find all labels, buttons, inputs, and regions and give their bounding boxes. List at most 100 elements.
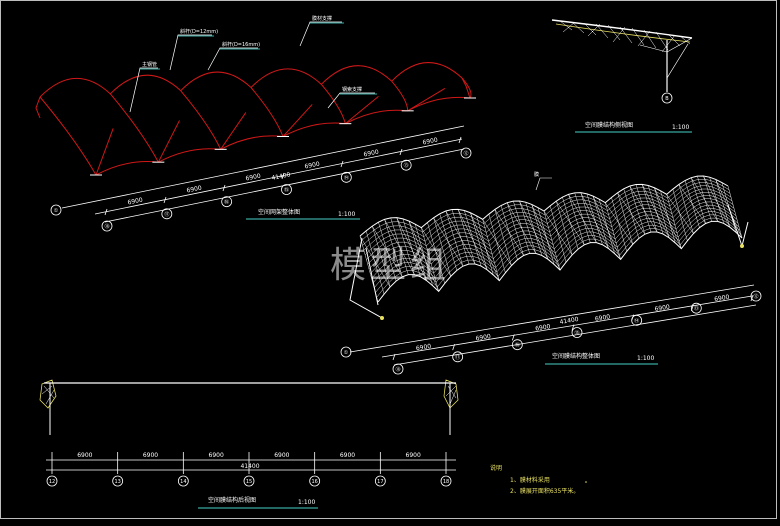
axis-label: ⑱ — [395, 366, 400, 373]
axis-bubble — [177, 475, 189, 487]
side-view-scale: 1:100 — [672, 124, 689, 131]
mesh-diagonal — [408, 221, 439, 292]
mesh-cross — [654, 187, 670, 238]
axis-bubble — [161, 208, 173, 220]
mesh-cross — [703, 175, 718, 222]
canopy-top-edge — [359, 175, 729, 237]
side-view-title: 空间膜结构侧视图 — [585, 121, 633, 129]
ridge-arch — [391, 62, 463, 82]
axis-label: ⑰ — [164, 211, 169, 218]
axis-label: ⑫ — [753, 293, 758, 300]
mesh-cross — [635, 184, 652, 233]
brace-rod — [95, 128, 114, 176]
mesh-cross — [678, 184, 694, 234]
side-axis-label: B — [665, 96, 669, 102]
membrane-callout-leader — [535, 177, 552, 191]
red-view-title: 空间网架整体图 — [258, 208, 300, 216]
axis-bubble — [243, 475, 255, 487]
axis-bubble — [460, 147, 472, 159]
ridge-arch — [180, 71, 252, 92]
mesh-cross — [396, 217, 415, 275]
red-callouts — [129, 21, 375, 113]
mesh-cross — [457, 209, 476, 265]
dim-label: 6900 — [209, 452, 224, 459]
mesh-cross — [580, 192, 597, 243]
mesh-diagonal — [359, 235, 391, 288]
mesh-diagonal — [531, 204, 561, 271]
mesh-diagonal — [605, 202, 633, 245]
red-axis-lines — [61, 125, 465, 223]
dim-label: 6900 — [143, 452, 158, 459]
end-hook — [461, 77, 471, 99]
axis-label: ① — [344, 350, 349, 356]
red-callout-underlines — [140, 22, 377, 95]
mesh-cross — [390, 217, 409, 275]
mesh-cross — [531, 204, 549, 260]
ridge-arch — [250, 68, 322, 88]
red-callout-membrane-support: 膜材支撑 — [312, 15, 332, 22]
mesh-diagonal — [519, 200, 549, 260]
mesh-diagonal — [507, 202, 536, 254]
membrane-axis-lines — [349, 284, 757, 366]
brace-rod — [220, 112, 247, 150]
mesh-diagonal — [580, 192, 609, 249]
axis-bubble — [690, 302, 702, 314]
membrane-view-scale: 1:100 — [637, 355, 654, 362]
dim-tick — [340, 160, 344, 168]
axis-label: 18 — [443, 479, 449, 485]
edge-arch — [95, 161, 159, 176]
red-frame-supports — [90, 97, 476, 176]
brace-rod — [345, 96, 379, 125]
mesh-cross — [549, 205, 567, 263]
rear-view-title: 空间膜结构后视图 — [208, 496, 256, 504]
red-view-scale: 1:100 — [338, 211, 355, 218]
brace-rod — [282, 104, 313, 137]
dim-label: 6900 — [422, 137, 439, 147]
mesh-cross — [421, 227, 439, 292]
mesh-cross — [709, 177, 725, 224]
dim-tick — [458, 136, 462, 144]
mesh-diagonal — [703, 175, 731, 228]
axis-bubble — [511, 339, 523, 351]
dim-tick — [222, 184, 226, 192]
axis-label: ⑮ — [574, 330, 579, 337]
edge-arch — [407, 96, 471, 112]
dim-label: 6900 — [654, 304, 670, 313]
mesh-diagonal — [433, 217, 464, 267]
frame-rib — [180, 90, 222, 150]
dim-label: 6900 — [475, 333, 491, 342]
mesh-cross — [629, 185, 646, 235]
mesh-cross — [384, 219, 403, 277]
brace-rod — [407, 87, 446, 112]
side-axis-bubble — [661, 92, 673, 104]
mesh-cross — [402, 218, 421, 277]
ridge-arch — [39, 77, 111, 98]
edge-arch — [282, 122, 346, 137]
end-hook — [35, 96, 41, 119]
mesh-diagonal — [543, 210, 573, 256]
ridge-arch — [109, 74, 182, 95]
dim-label: 6900 — [535, 323, 551, 332]
axis-label: 16 — [311, 479, 317, 485]
rear-total-dimension: 41400 — [240, 463, 259, 470]
mesh-cross — [543, 210, 561, 271]
mesh-diagonal — [568, 194, 597, 243]
mesh-diagonal — [629, 185, 658, 233]
mesh-cross — [519, 200, 536, 254]
membrane-support-bases — [380, 244, 744, 320]
mesh-cross — [617, 192, 634, 245]
mesh-cross — [598, 199, 615, 254]
dim-tick — [571, 324, 575, 331]
mesh-cross — [408, 221, 427, 281]
dim-tick — [392, 353, 396, 361]
mesh-diagonal — [691, 177, 718, 222]
red-callout-main-pipe: 主钢管 — [142, 61, 157, 68]
axis-bubble — [101, 220, 113, 232]
axis-bubble — [392, 363, 404, 375]
